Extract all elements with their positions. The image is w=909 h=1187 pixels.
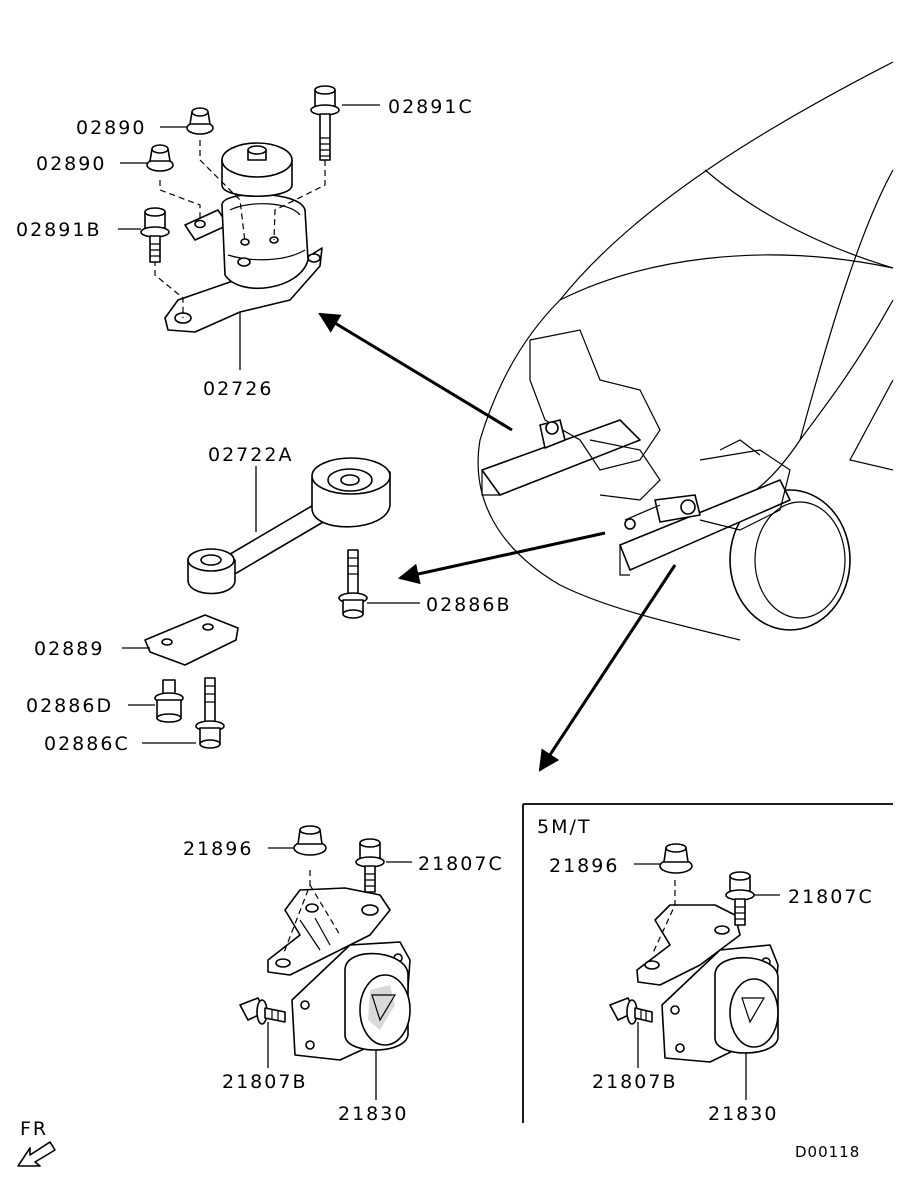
pointer-arrow-middle: [397, 531, 606, 585]
bracket-02889: [144, 614, 239, 666]
bolt-21807c-right: [725, 871, 755, 926]
flange-nut-02890-upper: [186, 107, 214, 135]
label-02891c: 02891C: [388, 96, 474, 118]
label-02890-lower: 02890: [36, 153, 106, 175]
label-02889: 02889: [34, 638, 104, 660]
label-02722a: 02722A: [208, 444, 293, 466]
label-21896-left: 21896: [183, 838, 253, 860]
bolt-21807c-left: [355, 838, 385, 893]
nut-21896-right: [659, 843, 693, 874]
transmission-mount-right: [636, 880, 779, 1063]
vehicle-illustration: [477, 61, 894, 641]
label-02886c: 02886C: [44, 733, 130, 755]
label-02890-upper: 02890: [76, 117, 146, 139]
bolt-02891b: [140, 207, 170, 263]
label-21830-right: 21830: [708, 1103, 778, 1125]
label-21807c-left: 21807C: [418, 853, 504, 875]
bolt-02886c: [195, 677, 225, 749]
label-21807c-right: 21807C: [788, 886, 874, 908]
front-label: FR: [20, 1118, 48, 1140]
nut-21896-left: [293, 825, 327, 856]
engine-mount-assembly: [154, 140, 326, 333]
label-02726: 02726: [203, 378, 273, 400]
label-02891b: 02891B: [16, 219, 101, 241]
flange-nut-02890-lower: [146, 144, 174, 172]
bolt-21807b-left: [239, 997, 286, 1025]
label-21830-left: 21830: [338, 1103, 408, 1125]
bolt-21807b-right: [609, 997, 653, 1025]
bolt-02891c: [310, 85, 340, 161]
label-02886d: 02886D: [26, 695, 113, 717]
label-02886b: 02886B: [426, 594, 511, 616]
label-21807b-right: 21807B: [592, 1071, 677, 1093]
torque-rod-assembly: [187, 457, 391, 595]
label-21807b-left: 21807B: [222, 1071, 307, 1093]
front-direction-indicator: FR: [17, 1118, 56, 1167]
transmission-mount-left: [267, 870, 411, 1061]
bolt-02886d: [154, 679, 184, 723]
label-21896-right: 21896: [549, 855, 619, 877]
leader-lines: [118, 104, 780, 1100]
pointer-arrow-upper: [318, 312, 513, 432]
inset-title: 5M/T: [537, 816, 592, 838]
inset-5mt-panel: [522, 803, 893, 1123]
pointer-arrow-lower: [538, 564, 677, 772]
diagram-code: D00118: [795, 1143, 860, 1161]
front-arrow-icon: [17, 1141, 56, 1167]
bolt-02886b: [338, 549, 368, 619]
